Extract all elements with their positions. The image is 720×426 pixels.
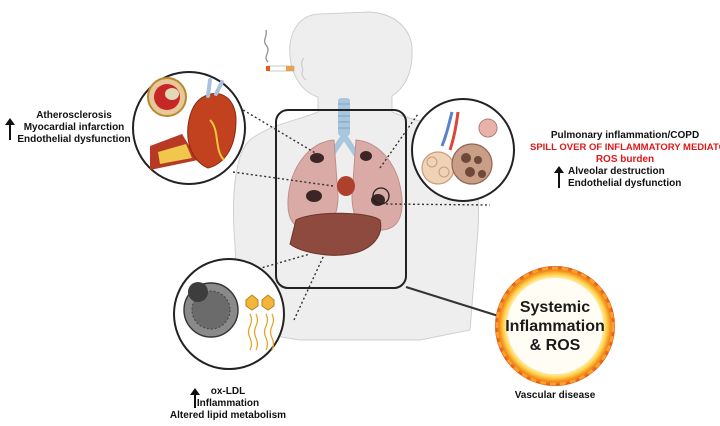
lung-effect-copd: Pulmonary inflammation/COPD — [550, 130, 700, 141]
liver-effect-lipid: Altered lipid metabolism — [169, 410, 287, 421]
liver — [289, 212, 382, 256]
lipid-inset — [173, 258, 285, 370]
systemic-line-1: Systemic — [519, 298, 591, 316]
liver-effects: ox-LDL Inflammation Altered lipid metabo… — [158, 386, 298, 422]
connector-lines — [192, 79, 491, 321]
lung-lesion — [371, 194, 385, 206]
fire-ring-icon — [495, 266, 615, 386]
liver-effect-inflammation: Inflammation — [196, 398, 260, 409]
face-outline — [301, 57, 307, 81]
systemic-label: Systemic Inflammation & ROS — [497, 268, 613, 384]
lung-effect-ros: ROS burden — [595, 154, 655, 165]
heart-inset — [132, 71, 246, 185]
up-arrow-icon — [190, 388, 200, 408]
lung-effect-endothelial: Endothelial dysfunction — [568, 178, 682, 189]
heart-effect-mi: Myocardial infarction — [23, 122, 125, 133]
heart-small — [337, 176, 355, 196]
up-arrow-icon — [554, 166, 564, 188]
lung-lesion — [360, 151, 372, 161]
magnify-marker — [372, 187, 390, 205]
organ-frame — [275, 109, 407, 289]
heart-effect-atherosclerosis: Atherosclerosis — [36, 110, 112, 121]
liver-effect-oxldl: ox-LDL — [210, 386, 246, 397]
cigarette-icon — [263, 29, 295, 72]
alveoli-inset — [411, 98, 515, 202]
systemic-line-3: & ROS — [529, 336, 581, 354]
lung-lesion — [310, 153, 324, 163]
heart-effect-endothelial: Endothelial dysfunction — [17, 134, 131, 145]
vascular-disease-caption: Vascular disease — [514, 390, 596, 401]
heart-effects: Atherosclerosis Myocardial infarction En… — [14, 110, 134, 146]
lung-effect-spillover: SPILL OVER OF INFLAMMATORY MEDIATORS — [530, 142, 720, 153]
lung-lesion — [306, 190, 322, 202]
systemic-connector — [405, 286, 509, 320]
lungs — [287, 139, 403, 231]
up-arrow-icon — [5, 118, 15, 140]
systemic-line-2: Inflammation — [505, 317, 605, 335]
lung-effect-alveolar: Alveolar destruction — [568, 166, 665, 177]
